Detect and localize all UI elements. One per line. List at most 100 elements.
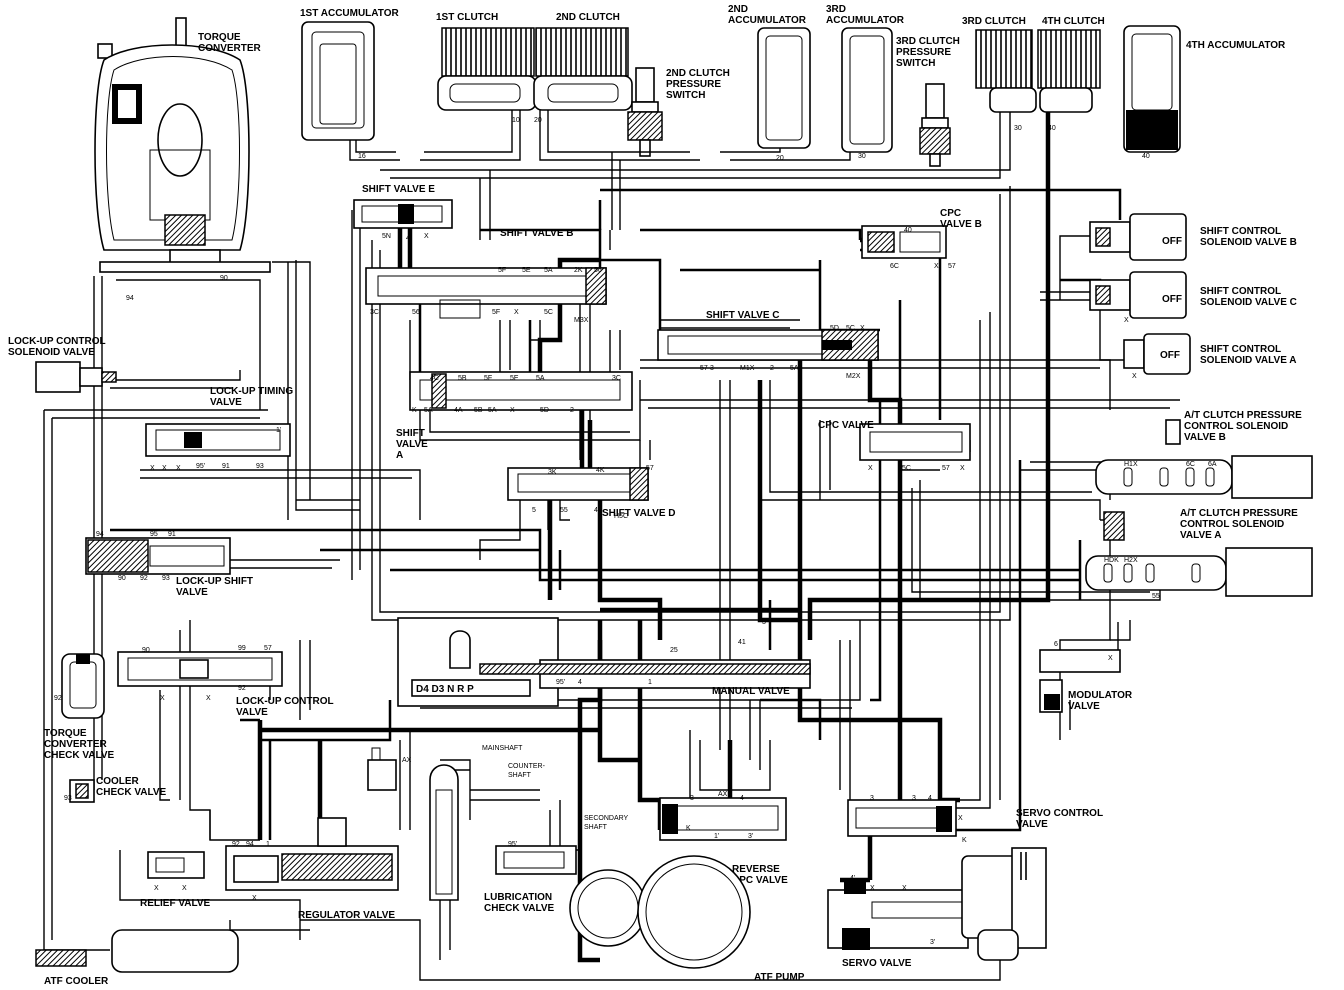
svg-text:X: X: [1108, 655, 1113, 662]
svg-text:95': 95': [196, 463, 205, 470]
svg-text:5A: 5A: [544, 267, 553, 274]
svg-text:4': 4': [850, 875, 855, 882]
svg-text:93: 93: [64, 795, 72, 802]
svg-text:M3X: M3X: [574, 317, 589, 324]
label-shift-valve-e: SHIFT VALVE E: [362, 184, 435, 195]
svg-text:X: X: [870, 885, 875, 892]
svg-text:X: X: [958, 815, 963, 822]
atf-pump: [569, 855, 751, 969]
svg-text:41: 41: [738, 639, 746, 646]
svg-text:4A: 4A: [454, 407, 463, 414]
torque-converter-check-valve: [61, 653, 105, 719]
svg-text:90: 90: [118, 575, 126, 582]
svg-text:X: X: [424, 233, 429, 240]
svg-text:30: 30: [858, 153, 866, 160]
svg-text:94: 94: [126, 295, 134, 302]
second-clutch: [533, 27, 633, 111]
svg-text:X: X: [182, 885, 187, 892]
svg-text:2: 2: [570, 407, 574, 414]
solenoid-c-state: OFF: [1162, 294, 1182, 305]
lockup-shift-valve: [85, 537, 231, 575]
secondary-shaft: [495, 845, 577, 875]
svg-text:57: 57: [264, 645, 272, 652]
svg-text:5A: 5A: [536, 375, 545, 382]
svg-text:3: 3: [912, 795, 916, 802]
svg-text:40: 40: [1048, 125, 1056, 132]
torque-converter: [94, 17, 271, 273]
fourth-accumulator: [1123, 25, 1181, 153]
svg-text:5E: 5E: [522, 267, 531, 274]
atclutch-solenoid-a: [1085, 511, 1313, 597]
svg-text:95: 95: [150, 531, 158, 538]
shift-control-solenoid-a: [1123, 333, 1191, 375]
svg-text:X: X: [510, 407, 515, 414]
lockup-timing-valve: [145, 423, 291, 457]
svg-text:1': 1': [276, 427, 281, 434]
label-cpc-valve: CPC VALVE: [818, 420, 874, 431]
svg-text:H1X: H1X: [1124, 461, 1138, 468]
svg-text:6: 6: [1054, 641, 1058, 648]
atf-cooler: [35, 929, 239, 973]
svg-text:5E: 5E: [510, 375, 519, 382]
second-clutch-pressure-switch: [627, 67, 663, 157]
svg-text:X: X: [860, 325, 865, 332]
svg-text:92: 92: [54, 695, 62, 702]
svg-text:H5C: H5C: [614, 513, 628, 520]
label-shift-valve-b: SHIFT VALVE B: [500, 228, 574, 239]
svg-text:2K: 2K: [574, 267, 583, 274]
svg-text:20: 20: [534, 117, 542, 124]
svg-text:X: X: [934, 263, 939, 270]
label-third-clutch: 3RD CLUTCH: [962, 16, 1026, 27]
svg-text:3': 3': [748, 833, 753, 840]
svg-text:2: 2: [770, 365, 774, 372]
svg-text:3: 3: [710, 365, 714, 372]
svg-text:3K: 3K: [548, 469, 557, 476]
cpc-valve: [859, 423, 971, 461]
servo-control-valve: [847, 799, 957, 837]
fourth-clutch: [1037, 29, 1101, 113]
cpc-valve-b: [861, 225, 947, 259]
second-accumulator: [757, 27, 811, 149]
shift-valve-e: [353, 199, 453, 229]
label-atf-cooler: ATF COOLER: [44, 976, 109, 987]
label-first-clutch: 1ST CLUTCH: [436, 12, 498, 23]
solenoid-a-state: OFF: [1160, 350, 1180, 361]
svg-text:5A: 5A: [488, 407, 497, 414]
svg-text:6A: 6A: [1208, 461, 1217, 468]
svg-text:4: 4: [578, 679, 582, 686]
shift-valve-d: [507, 467, 649, 501]
svg-text:1': 1': [714, 833, 719, 840]
svg-text:4C: 4C: [430, 375, 439, 382]
svg-text:93: 93: [162, 575, 170, 582]
svg-text:X: X: [154, 885, 159, 892]
svg-text:5F: 5F: [492, 309, 500, 316]
svg-text:3: 3: [690, 795, 694, 802]
svg-text:H2X: H2X: [1124, 557, 1138, 564]
svg-text:90: 90: [220, 275, 228, 282]
svg-text:X: X: [1132, 373, 1137, 380]
svg-text:3C: 3C: [370, 309, 379, 316]
svg-text:5F: 5F: [498, 267, 506, 274]
svg-text:K: K: [962, 837, 967, 844]
lockup-control-solenoid: [35, 361, 117, 393]
countershaft: [429, 764, 459, 901]
svg-text:55: 55: [1152, 593, 1160, 600]
svg-text:4': 4': [406, 235, 411, 242]
svg-text:94: 94: [246, 841, 254, 848]
svg-text:4K: 4K: [596, 467, 605, 474]
label-servo-valve: SERVO VALVE: [842, 958, 912, 969]
svg-text:57: 57: [646, 465, 654, 472]
svg-text:AX: AX: [718, 791, 728, 798]
shift-control-solenoid-b: [1089, 213, 1187, 261]
